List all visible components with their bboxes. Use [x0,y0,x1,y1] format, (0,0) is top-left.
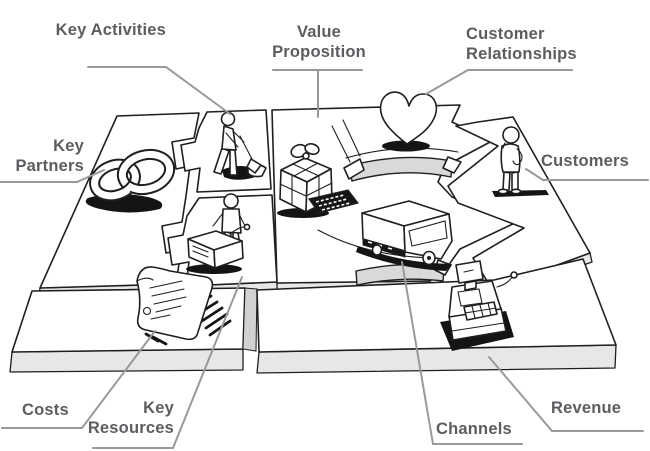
label-key-partners: Key Partners [15,137,84,175]
label-key-activities: Key Activities [55,21,166,39]
leader-line-customer-relationships [425,69,573,95]
leader-line-key-partners [0,169,105,183]
interlocked-rings-icon [85,148,176,213]
leader-line-costs [1,330,156,429]
label-channels: Channels [436,420,512,438]
revenue-block [256,258,617,374]
worker-with-machine-icon [186,193,251,274]
label-revenue: Revenue [551,399,622,417]
cash-register-icon [440,260,518,351]
leader-line-revenue [488,356,644,432]
keyboard-icon [307,189,360,214]
label-value-proposition: Value Proposition [272,23,366,61]
standing-person-icon [492,126,549,197]
leader-line-channels [401,261,523,445]
label-customer-relationships: Customer Relationships [466,25,577,63]
receipt-icon [136,266,232,346]
label-customers: Customers [541,152,629,170]
label-key-resources: Key Resources [87,399,174,437]
leader-line-key-resources [92,276,243,449]
leader-line-value-proposition [272,69,363,118]
slab-gap [242,287,258,352]
leader-line-key-activities [87,66,231,115]
leader-line-customers [525,168,649,181]
digging-person-icon [213,111,267,180]
cycle-arrows-platform [317,119,462,286]
label-costs: Costs [22,401,69,419]
leader-lines [0,66,649,449]
heart-icon [379,91,438,152]
delivery-truck-icon [356,200,453,271]
